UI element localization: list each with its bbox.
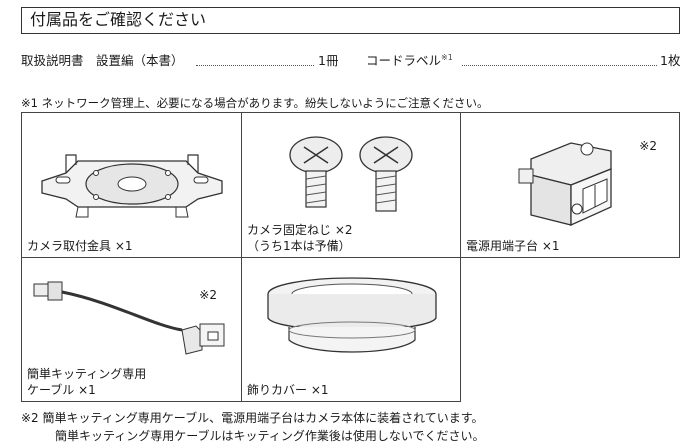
accessory-grid: カメラ取付金具 ×1 カメラ固定ねじ ×2 （うち1本は予備） ※2 [21, 112, 680, 402]
terminal-block-icon [518, 142, 612, 227]
footnote-2-line1: ※2 簡単キッティング専用ケーブル、電源用端子台はカメラ本体に装着されています。 [21, 411, 484, 425]
accessory-cell-screws: カメラ固定ねじ ×2 （うち1本は予備） [241, 112, 461, 258]
screw-icon [289, 136, 413, 212]
item-manual-qty: 1冊 [318, 53, 339, 68]
accessory-label: 簡単キッティング専用 ケーブル ×1 [27, 367, 147, 397]
accessory-label: カメラ取付金具 ×1 [27, 239, 133, 253]
decorative-cover-icon [267, 277, 437, 353]
footnote-mark: ※2 [199, 288, 217, 302]
footnote-2-line2: 簡単キッティング専用ケーブルはキッティング作業後は使用しないでください。 [55, 429, 485, 443]
accessory-cell-cover: 飾りカバー ×1 [241, 257, 461, 402]
mount-bracket-icon [41, 154, 223, 218]
accessory-label: カメラ固定ねじ ×2 （うち1本は予備） [247, 223, 353, 253]
code-label-text: コードラベル [366, 53, 442, 68]
footnote-mark: ※2 [639, 139, 657, 153]
footnote-2: ※2 簡単キッティング専用ケーブル、電源用端子台はカメラ本体に装着されています。… [21, 409, 484, 445]
item-manual-name: 取扱説明書 設置編（本書） [21, 53, 184, 68]
footnote-1: ※1 ネットワーク管理上、必要になる場合があります。紛失しないようにご注意くださ… [21, 96, 489, 110]
item-code-label-qty: 1枚 [660, 53, 681, 68]
footnote-mark: ※1 [441, 53, 453, 62]
accessory-cell-terminal-block: ※2 電源用端子台 ×1 [460, 112, 680, 258]
leader-dots [196, 51, 314, 66]
accessory-cell-cable: ※2 簡単キッティング専用 ケーブル ×1 [21, 257, 242, 402]
accessory-label: 電源用端子台 ×1 [466, 239, 560, 253]
leader-dots [462, 51, 657, 66]
accessory-label: 飾りカバー ×1 [247, 383, 329, 397]
page-title: 付属品をご確認ください [21, 7, 680, 34]
item-code-label-name: コードラベル※1 [366, 50, 453, 69]
cable-icon [33, 281, 225, 355]
accessory-cell-mount-bracket: カメラ取付金具 ×1 [21, 112, 242, 258]
